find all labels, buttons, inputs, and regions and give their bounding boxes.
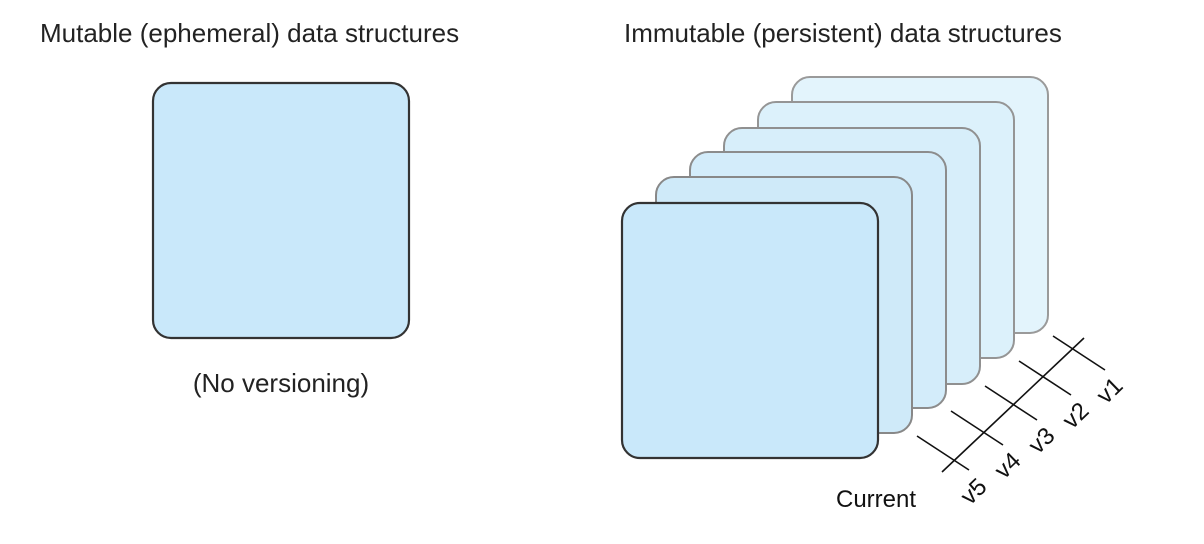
tick-v3 xyxy=(984,385,1038,421)
version-stack xyxy=(620,76,1049,460)
mutable-title: Mutable (ephemeral) data structures xyxy=(40,18,459,48)
label-v3: v3 xyxy=(1023,422,1060,459)
tick-v2 xyxy=(1018,360,1072,396)
label-v2: v2 xyxy=(1057,397,1094,434)
mutable-panel: Mutable (ephemeral) data structures (No … xyxy=(40,18,459,398)
tick-v1 xyxy=(1052,335,1106,371)
label-v1: v1 xyxy=(1091,372,1128,409)
no-versioning-caption: (No versioning) xyxy=(193,368,369,398)
mutable-box xyxy=(151,81,411,340)
immutable-panel: Immutable (persistent) data structures v… xyxy=(620,18,1128,513)
version-axis xyxy=(916,335,1106,473)
label-v4: v4 xyxy=(989,447,1026,484)
current-label: Current xyxy=(836,486,916,513)
current-version-box xyxy=(620,201,880,460)
tick-v4 xyxy=(950,410,1004,446)
label-v5: v5 xyxy=(955,473,992,510)
tick-v5 xyxy=(916,435,970,471)
immutable-title: Immutable (persistent) data structures xyxy=(624,18,1062,48)
